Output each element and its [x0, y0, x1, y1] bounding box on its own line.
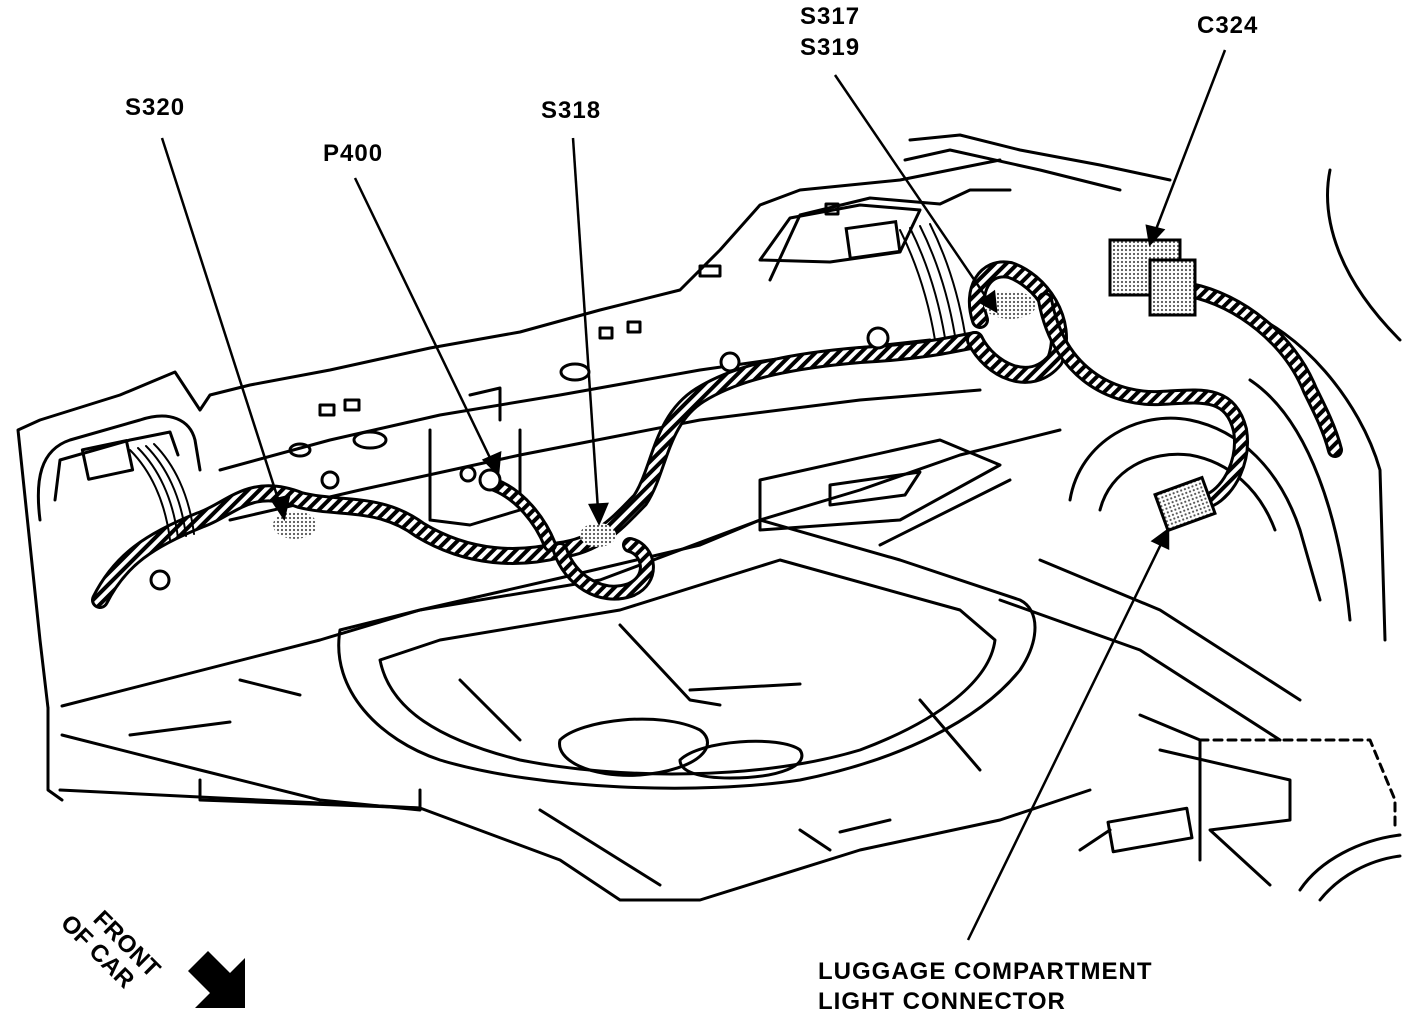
- retainer: [149, 569, 171, 591]
- s317-arrowhead: [977, 289, 998, 314]
- right-quarter-curve: [1326, 168, 1402, 342]
- left-lamp-bracket: [36, 414, 202, 522]
- trunk-tub-inner: [378, 558, 997, 776]
- luggage-leader: [966, 541, 1164, 941]
- slot: [318, 403, 336, 417]
- upper-opening: [758, 203, 922, 264]
- floor-stripe: [128, 720, 232, 737]
- floor-stripe: [538, 808, 662, 887]
- inset-bracket-2: [1158, 748, 1292, 887]
- left-lamp-socket: [80, 439, 135, 481]
- inset-wheel-2: [1318, 854, 1402, 902]
- hole: [352, 430, 388, 450]
- s318-leader: [571, 137, 600, 511]
- inner-panel-box: [428, 428, 522, 527]
- left-edge: [46, 706, 64, 802]
- rear-lip: [198, 778, 422, 810]
- center-shelf-slot: [828, 470, 922, 507]
- spare-tire-well: [558, 717, 709, 777]
- deck-lid-top: [908, 133, 1172, 182]
- center-shelf: [758, 438, 1002, 532]
- p400-fastener: [478, 468, 502, 492]
- callout-s318: S318: [541, 97, 602, 124]
- slot: [698, 264, 722, 278]
- inner-panel-mid: [228, 388, 982, 522]
- tub-rib-2: [458, 678, 522, 742]
- inset-lead: [1078, 828, 1112, 852]
- c324-connector-2: [1148, 258, 1197, 317]
- shelf-rail: [878, 478, 1012, 547]
- right-wheelhouse: [1068, 416, 1322, 602]
- p400-leader: [353, 177, 494, 463]
- rear-panel-connector: [844, 219, 902, 261]
- inset-dashed: [1198, 738, 1397, 832]
- right-wheelhouse-inner: [1098, 452, 1277, 532]
- floor-stripe: [838, 818, 892, 834]
- upper-opening-rim: [768, 188, 1012, 282]
- luggage-light-connector: [1153, 475, 1217, 533]
- tub-rib: [618, 623, 722, 707]
- inset-wheel: [1298, 833, 1402, 892]
- right-quarter-outer-2: [1248, 378, 1352, 622]
- bundle-right: [899, 223, 966, 341]
- slot: [824, 202, 840, 216]
- inner-panel-box-2: [468, 386, 502, 422]
- right-floor-line: [1038, 558, 1302, 702]
- retainer: [320, 470, 340, 490]
- main-harness-outline: [91, 331, 984, 609]
- left-quarter-panel: [16, 158, 1002, 710]
- p400-lead: [491, 481, 554, 549]
- c324-arrowhead: [1145, 224, 1166, 247]
- luggage-arrowhead: [1150, 527, 1170, 550]
- retainer: [719, 351, 741, 373]
- harness-group: [91, 223, 1343, 609]
- retainer: [866, 326, 890, 350]
- floor-stripe: [918, 698, 982, 772]
- p400-fastener-head: [459, 465, 477, 483]
- hole: [559, 362, 591, 382]
- s320-leader: [160, 137, 282, 506]
- p400-arrowhead: [481, 451, 502, 477]
- s317-leader: [833, 74, 990, 301]
- right-quarter-outer: [1238, 308, 1387, 642]
- leader-lines: [160, 49, 1227, 941]
- s320-splice: [273, 511, 317, 539]
- loop-lower: [555, 540, 652, 598]
- callout-luggage-line1: LUGGAGE COMPARTMENT: [818, 958, 1153, 985]
- floor-stripe: [238, 678, 302, 697]
- left-lamp-bracket-inner: [53, 430, 180, 502]
- deck-lid-top-2: [903, 148, 1122, 192]
- c324-leader: [1153, 49, 1227, 233]
- callout-s320: S320: [125, 94, 186, 121]
- connectors: [149, 219, 1217, 591]
- callout-s319: S319: [800, 34, 861, 61]
- upper-right-harness: [1185, 285, 1340, 455]
- lower-sill: [60, 428, 1062, 708]
- spare-tire-well-2: [678, 739, 804, 780]
- s318-splice: [580, 523, 616, 547]
- callout-p400: P400: [323, 140, 384, 167]
- floor-stripe: [798, 828, 832, 852]
- callout-c324: C324: [1197, 12, 1259, 39]
- right-harness: [1040, 295, 1246, 505]
- callout-s317: S317: [800, 3, 861, 30]
- rear-floor-edge: [58, 788, 1092, 902]
- s318-arrowhead: [588, 502, 609, 526]
- tub-ridge: [688, 682, 802, 692]
- right-floor-line-2: [998, 598, 1282, 742]
- slot: [343, 398, 361, 412]
- hole: [288, 442, 312, 458]
- s320-arrowhead: [269, 494, 291, 522]
- trunk-tub-outer: [337, 518, 1037, 790]
- inset-connector: [1106, 806, 1194, 854]
- slot: [626, 320, 642, 334]
- slot: [598, 326, 614, 340]
- callout-luggage-line2: LIGHT CONNECTOR: [818, 988, 1066, 1015]
- front-of-car-arrow: [188, 951, 245, 1008]
- bundle-left: [129, 443, 195, 541]
